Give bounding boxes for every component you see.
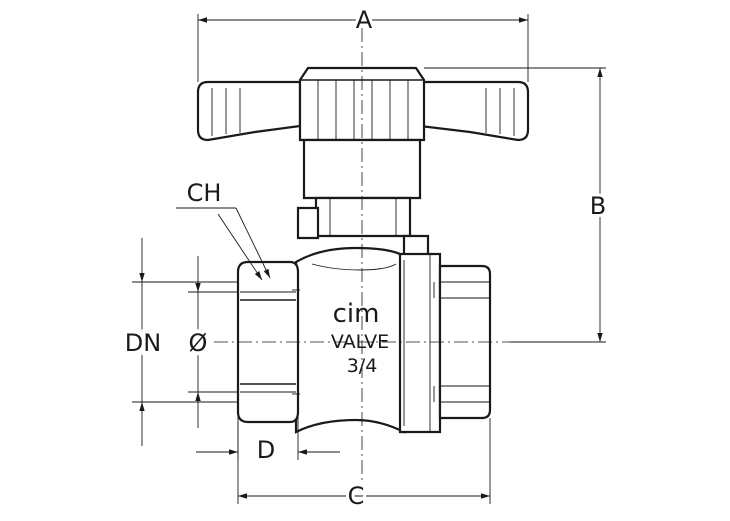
dimension-c-label: C	[348, 482, 365, 510]
dimension-dn: DN	[121, 238, 238, 446]
handle-left-wing	[196, 80, 302, 142]
dimension-d-label: D	[257, 436, 275, 464]
dimension-a: A	[197, 3, 529, 82]
dimension-b: B	[424, 67, 609, 343]
dimension-a-label: A	[356, 6, 373, 34]
dimension-diameter: Ø	[185, 256, 238, 428]
dimension-dn-label: DN	[125, 329, 161, 357]
butterfly-handle	[196, 66, 530, 200]
handle-sleeve	[302, 138, 422, 200]
dimension-ch-label: CH	[187, 179, 222, 207]
dimension-diameter-label: Ø	[189, 329, 208, 357]
stem-bonnet	[296, 196, 430, 258]
body-logo: cim	[333, 299, 380, 329]
right-end-fitting	[398, 252, 492, 434]
body-size: 3/4	[347, 355, 378, 377]
dimension-c: C	[237, 418, 491, 513]
body-word: VALVE	[331, 331, 389, 353]
dimension-b-label: B	[590, 192, 606, 220]
dimension-ch: CH	[176, 179, 271, 281]
handle-right-wing	[418, 80, 530, 142]
